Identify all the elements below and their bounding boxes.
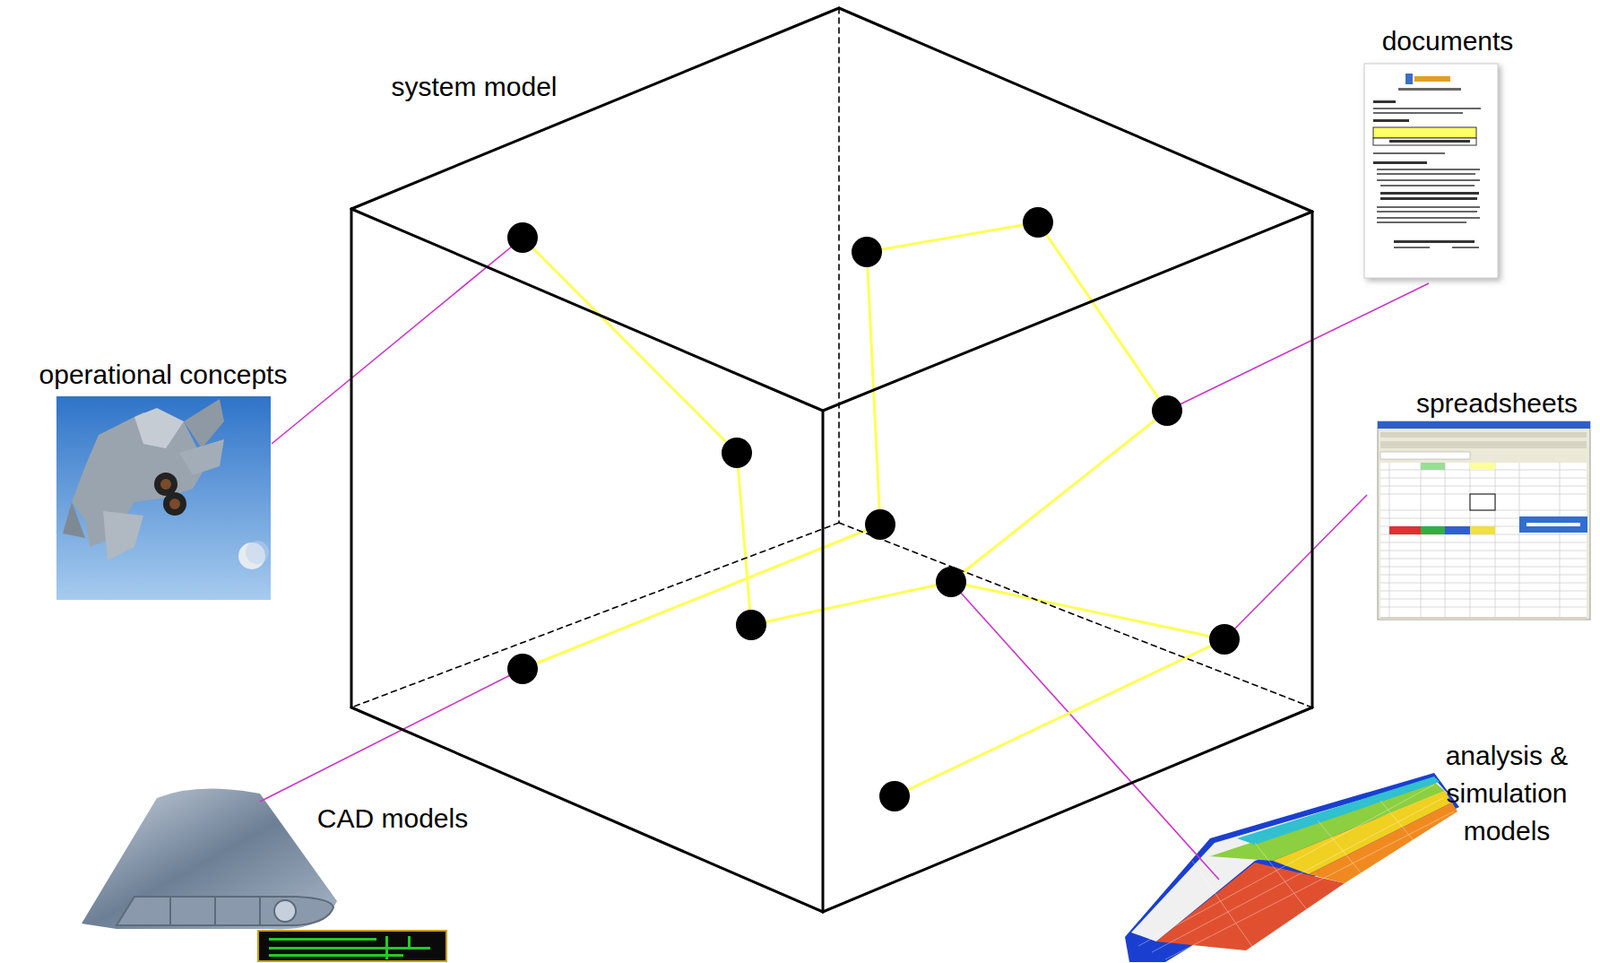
model-elements xyxy=(507,207,1240,812)
cube-edge xyxy=(838,8,1313,212)
document-page xyxy=(1364,63,1498,278)
cube-edge xyxy=(821,410,825,912)
system-model-cube: system model xyxy=(349,5,1315,915)
artifact-caption: analysis & simulation models xyxy=(1426,736,1588,850)
cube-edge xyxy=(351,208,823,411)
cube-edge xyxy=(822,707,1313,912)
hidden-edge xyxy=(838,522,1313,708)
spreadsheet-window xyxy=(1377,421,1591,620)
jet-photo xyxy=(56,396,271,600)
hidden-edge xyxy=(351,522,839,708)
artifact-caption: spreadsheets xyxy=(1416,384,1578,423)
cube-edge xyxy=(350,208,354,708)
leader-lines xyxy=(259,237,1429,880)
hidden-edge xyxy=(838,8,840,523)
model-title: system model xyxy=(390,68,557,106)
cube-edge xyxy=(822,211,1313,411)
cube-edge xyxy=(351,8,839,209)
artifact-caption: CAD models xyxy=(317,799,468,838)
fe-wing-illustration xyxy=(1124,772,1460,962)
cube-outline xyxy=(349,5,1315,915)
artifact-caption: documents xyxy=(1382,22,1514,61)
artifact-caption: operational concepts xyxy=(39,355,288,394)
model-links xyxy=(522,222,1225,796)
cube-edge xyxy=(1311,211,1315,708)
